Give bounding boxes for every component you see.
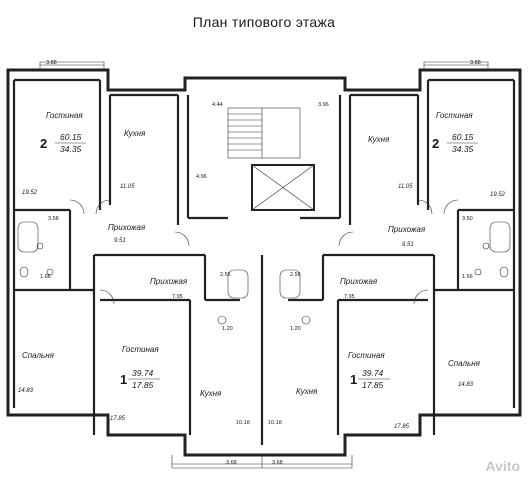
apt-total-tl: 60.15 — [60, 132, 82, 142]
area-bath-bl: 2.56 — [220, 272, 231, 278]
area-wc-br: 1.20 — [290, 326, 301, 332]
area-bedroom-tr: 14.83 — [458, 382, 474, 388]
bathtub-top-right-icon — [482, 221, 511, 253]
label-hall-tl: Прихожая — [108, 223, 146, 232]
area-living-tr: 19.52 — [490, 192, 506, 198]
area-stair-right: 3.96 — [318, 102, 329, 108]
sink-center-icon — [217, 315, 311, 325]
area-wc-tl: 1.66 — [40, 274, 51, 280]
area-bedroom-tl: 14.83 — [18, 388, 34, 394]
apt-rooms-tr: 2 — [432, 136, 439, 151]
staircase — [227, 107, 301, 159]
area-balcony-tr: 3.88 — [470, 60, 481, 66]
interior-walls — [12, 78, 516, 445]
label-bedroom-tl: Спальня — [22, 351, 55, 360]
label-hall-bl: Прихожая — [150, 277, 188, 286]
toilet-top-left-icon — [19, 266, 54, 278]
area-wc-bl: 1.20 — [222, 326, 233, 332]
area-bath-tr: 3.50 — [462, 216, 473, 222]
area-hall-tr: 9.51 — [402, 242, 414, 248]
toilet-top-right-icon — [474, 266, 509, 278]
apt-total-tr: 60.15 — [452, 132, 474, 142]
apt-living-tr: 34.35 — [452, 144, 474, 154]
bathtub-center-right-icon — [279, 269, 301, 299]
label-kitchen-br: Кухня — [296, 387, 318, 396]
label-hall-tr: Прихожая — [388, 225, 426, 234]
area-living-bl: 17.85 — [110, 416, 126, 422]
elevator-shaft — [251, 164, 315, 211]
area-lift-hall: 4.96 — [196, 174, 207, 180]
area-kitchen-tr: 11.05 — [398, 184, 413, 190]
plan-title: План типового этажа — [192, 14, 336, 30]
area-kitchen-bl: 10.18 — [236, 420, 250, 426]
apt-rooms-bl: 1 — [120, 372, 127, 387]
balcony-top-left — [39, 61, 105, 70]
area-balcony-br: 3.68 — [272, 460, 283, 466]
apt-living-br: 17.85 — [362, 380, 384, 390]
balcony-bottom — [171, 455, 353, 469]
area-balcony-bl: 3.68 — [226, 460, 237, 466]
label-living-tl: Гостиная — [46, 111, 83, 120]
area-kitchen-tl: 11.05 — [120, 184, 135, 190]
area-hall-br: 7.95 — [344, 294, 355, 300]
label-kitchen-tl: Кухня — [124, 129, 146, 138]
area-living-br: 17.85 — [394, 424, 410, 430]
area-balcony-tl: 3.88 — [46, 60, 57, 66]
area-wc-tr: 1.66 — [462, 274, 473, 280]
doors — [69, 199, 459, 305]
apt-living-bl: 17.85 — [132, 380, 154, 390]
apt-total-bl: 39.74 — [132, 368, 154, 378]
area-bath-br: 2.56 — [290, 272, 301, 278]
avito-watermark: Avito — [486, 458, 520, 474]
apt-rooms-tl: 2 — [40, 136, 47, 151]
apt-rooms-br: 1 — [350, 372, 357, 387]
balcony-top-right — [423, 61, 489, 70]
label-living-bl: Гостиная — [122, 345, 159, 354]
area-hall-bl: 7.95 — [172, 294, 183, 300]
area-hall-tl: 9.51 — [114, 238, 126, 244]
area-kitchen-br: 10.18 — [268, 420, 282, 426]
bathtub-top-left-icon — [17, 221, 44, 253]
label-bedroom-tr: Спальня — [448, 359, 481, 368]
label-hall-br: Прихожая — [340, 277, 378, 286]
label-living-tr: Гостиная — [436, 111, 473, 120]
bathtub-center-left-icon — [227, 269, 249, 299]
area-stair-left: 4.44 — [212, 102, 223, 108]
apt-total-br: 39.74 — [362, 368, 384, 378]
label-kitchen-tr: Кухня — [368, 135, 390, 144]
watermark-text: Avito — [485, 458, 520, 474]
label-living-br: Гостиная — [348, 351, 385, 360]
apt-living-tl: 34.35 — [60, 144, 82, 154]
outer-walls — [6, 68, 522, 457]
label-kitchen-bl: Кухня — [200, 389, 222, 398]
area-living-tl: 19.52 — [22, 190, 38, 196]
area-bath-tl: 3.58 — [48, 216, 59, 222]
